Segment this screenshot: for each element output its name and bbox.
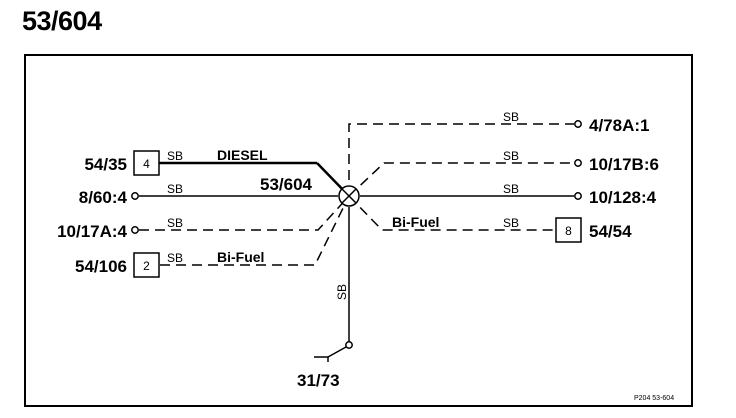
- connector-label-8-60-4: 8/60:4: [79, 188, 128, 207]
- ground-label: 31/73: [297, 371, 340, 390]
- wire-color-label: SB: [335, 284, 349, 300]
- splice-label: 53/604: [260, 175, 313, 194]
- pin-box-54-35[interactable]: [133, 150, 160, 176]
- connector-label-10-17b-6: 10/17B:6: [589, 155, 659, 174]
- connector-label-54-54: 54/54: [589, 222, 632, 241]
- variant-tag-bifuel: Bi-Fuel: [392, 214, 439, 230]
- wire-10-17b-6[interactable]: [348, 162, 574, 197]
- variant-tag-diesel: DIESEL: [217, 147, 268, 163]
- wire-54-106[interactable]: [160, 195, 350, 266]
- terminal-4-78a-1[interactable]: [574, 120, 582, 128]
- footer-reference: P204 53-604: [634, 395, 674, 402]
- wire-color-label: SB: [167, 182, 183, 196]
- wire-color-label: SB: [167, 251, 183, 265]
- wire-color-label: SB: [503, 216, 519, 230]
- splice-icon[interactable]: [338, 185, 360, 207]
- wire-color-label: SB: [167, 216, 183, 230]
- wire-54-54[interactable]: [348, 195, 556, 231]
- wire-color-label: SB: [503, 110, 519, 124]
- diagram-frame: [24, 54, 693, 407]
- ground-icon[interactable]: [314, 341, 353, 362]
- connector-label-4-78a-1: 4/78A:1: [589, 116, 649, 135]
- pin-number: 4: [143, 157, 150, 171]
- wire-10-17a-4[interactable]: [139, 195, 350, 231]
- pin-box-54-106[interactable]: [133, 252, 160, 278]
- terminal-10-17a-4[interactable]: [131, 226, 139, 234]
- wire-4-78a-1[interactable]: [348, 123, 574, 196]
- terminal-8-60-4[interactable]: [131, 192, 139, 200]
- variant-tag-bifuel: Bi-Fuel: [217, 249, 264, 265]
- wire-color-label: SB: [503, 149, 519, 163]
- terminal-10-128-4[interactable]: [574, 192, 582, 200]
- terminal-10-17b-6[interactable]: [574, 159, 582, 167]
- wire-54-35[interactable]: [159, 161, 350, 197]
- connector-label-10-128-4: 10/128:4: [589, 188, 657, 207]
- pin-number: 8: [565, 224, 572, 238]
- pin-box-54-54[interactable]: [555, 217, 582, 243]
- wire-color-label: SB: [503, 182, 519, 196]
- connector-label-10-17a-4: 10/17A:4: [57, 222, 127, 241]
- page-title: 53/604: [22, 6, 102, 36]
- connector-label-54-106: 54/106: [75, 257, 127, 276]
- connector-label-54-35: 54/35: [84, 155, 127, 174]
- wire-color-label: SB: [167, 149, 183, 163]
- pin-number: 2: [143, 259, 150, 273]
